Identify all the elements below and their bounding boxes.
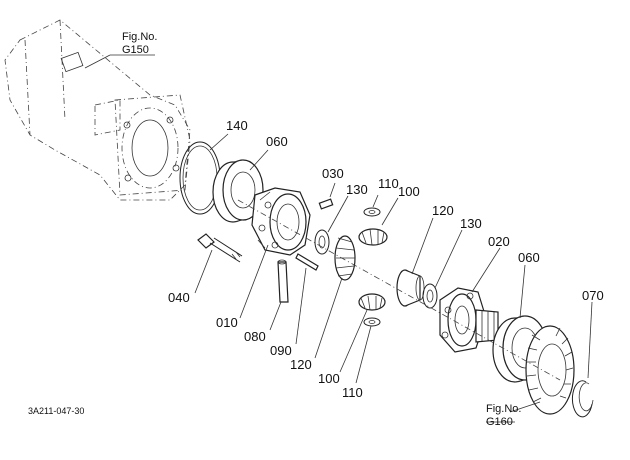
ring-gear <box>525 325 575 415</box>
pin-090 <box>295 253 319 271</box>
label-part-030: 030 <box>322 166 344 181</box>
ref-g150-line1: Fig.No. <box>122 31 157 43</box>
bearing-060-left <box>212 159 264 223</box>
label-part-070: 070 <box>582 288 604 303</box>
thrust-washer-130-left <box>314 229 330 255</box>
ref-g160-line1: Fig.No. <box>486 403 521 415</box>
label-part-110-bottom: 110 <box>342 385 363 400</box>
side-gear-120-left <box>334 235 356 281</box>
label-part-020: 020 <box>488 234 510 249</box>
label-part-060-right: 060 <box>518 250 540 265</box>
shaft-080 <box>277 259 289 303</box>
pinion-gear-100-top <box>358 228 388 246</box>
figure-code: 3A211-047-30 <box>28 406 84 416</box>
leader-lines <box>84 54 593 423</box>
circlip-070 <box>571 380 594 418</box>
label-part-130-left: 130 <box>346 182 368 197</box>
differential-case-020 <box>439 287 499 353</box>
label-part-010: 010 <box>216 315 238 330</box>
axis-centerline <box>237 199 561 381</box>
label-part-100-top: 100 <box>398 184 420 199</box>
label-part-040: 040 <box>168 290 190 305</box>
thrust-washer-130-right <box>422 283 438 309</box>
label-part-100-bottom: 100 <box>318 371 340 386</box>
label-part-110-top: 110 <box>378 176 399 191</box>
pinion-gear-100-bottom <box>358 293 386 311</box>
differential-case-010 <box>251 187 311 256</box>
label-part-120-right: 120 <box>432 203 454 218</box>
label-part-130-right: 130 <box>460 216 482 231</box>
pin-030 <box>318 198 334 210</box>
label-part-080: 080 <box>244 329 266 344</box>
label-part-090: 090 <box>270 343 292 358</box>
washer-110-top <box>363 207 381 217</box>
side-gear-120-right <box>396 269 425 307</box>
washer-110-bottom <box>363 317 381 327</box>
label-part-140: 140 <box>226 118 248 133</box>
bolt-040 <box>197 233 243 263</box>
label-part-060-left: 060 <box>266 134 288 149</box>
axle-housing <box>4 19 191 201</box>
label-part-120-left: 120 <box>290 357 312 372</box>
ref-g160-line2: G160 <box>486 416 513 428</box>
ref-g150-line2: G150 <box>122 44 149 56</box>
